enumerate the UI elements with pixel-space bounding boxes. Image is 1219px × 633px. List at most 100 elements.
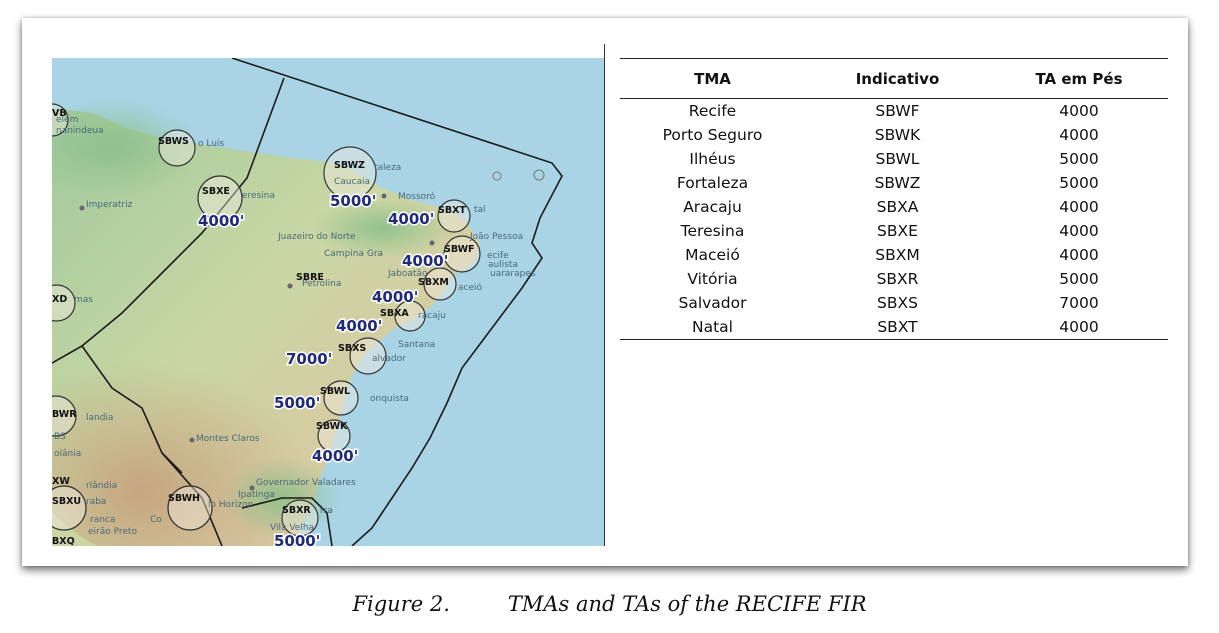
- city-bs: BS: [54, 432, 66, 442]
- city-conquista: onquista: [370, 394, 409, 404]
- city-guararapes: uararapes: [490, 269, 536, 279]
- ocean-marker-1: [492, 171, 502, 181]
- tma-code-sbwk: SBWK: [316, 421, 348, 432]
- ta-label-sbwl: 5000': [274, 394, 320, 412]
- tma-circle-sbwl: [323, 380, 359, 416]
- city-belo-horizonte: lo Horizon: [208, 500, 253, 510]
- city-salvador: alvador: [372, 354, 406, 364]
- city-juazeiro: Juazeiro do Norte: [277, 232, 356, 242]
- cell-tma: Maceió: [685, 246, 740, 264]
- header-tma: TMA: [620, 58, 805, 99]
- city-santana: Santana: [398, 340, 435, 350]
- table-header-row: TMA Indicativo TA em Pés: [620, 58, 1168, 99]
- ta-label-sbxr: 5000': [274, 532, 320, 546]
- tma-code-sbwh: SBWH: [168, 493, 200, 504]
- table-row: Vitória SBXR 5000: [620, 267, 1168, 291]
- cell-ta: 4000: [1059, 198, 1099, 216]
- cell-ta: 4000: [1059, 102, 1099, 120]
- header-indicativo: Indicativo: [805, 58, 990, 99]
- tma-code-vb: VB: [52, 108, 67, 119]
- city-ananindeua: nanindeua: [56, 126, 104, 136]
- cell-ta: 4000: [1059, 222, 1099, 240]
- tma-circle-sbxe: [197, 175, 243, 221]
- city-natal: tal: [474, 205, 486, 215]
- cell-ta: 5000: [1059, 174, 1099, 192]
- tma-circle-sbxm: [423, 267, 457, 301]
- cell-indicativo: SBWZ: [874, 174, 921, 192]
- city-sao-luis: o Luís: [198, 139, 224, 149]
- tma-code-sbxa: SBXA: [380, 308, 409, 319]
- tma-circle-sbxr: [281, 499, 319, 537]
- cell-ta: 5000: [1059, 270, 1099, 288]
- tma-circle-sbwk: [317, 419, 351, 453]
- city-governador: Governador Valadares: [256, 478, 356, 488]
- tma-code-sbre: SBRE: [296, 272, 324, 283]
- header-ta-em-pes: TA em Pés: [990, 58, 1168, 99]
- tma-circle-sbxa: [394, 300, 426, 332]
- tma-code-sbxu: SBXU: [52, 496, 81, 507]
- city-caucaia: Caucaia: [334, 177, 370, 187]
- tma-circle-sbwh: [167, 485, 213, 531]
- cell-indicativo: SBXE: [877, 222, 918, 240]
- tma-circle-sbwz: [323, 146, 377, 200]
- cell-indicativo: SBXR: [876, 270, 919, 288]
- tma-code-xd: XD: [52, 294, 67, 305]
- tma-code-sbxe: SBXE: [202, 186, 230, 197]
- ta-label-sbxt: 4000': [388, 210, 434, 228]
- cell-tma: Recife: [688, 102, 737, 120]
- city-uberaba: raba: [86, 497, 106, 507]
- city-joao-pessoa: João Pessoa: [469, 232, 523, 242]
- lowland-green-2: [312, 198, 452, 258]
- city-belem: elém: [56, 114, 78, 125]
- ta-label-sbwf: 4000': [402, 252, 448, 270]
- tma-circle-sbwf: [443, 235, 481, 273]
- city-imperatriz: Imperatriz: [86, 200, 133, 210]
- cell-ta: 4000: [990, 315, 1168, 340]
- cell-indicativo: SBWF: [875, 102, 920, 120]
- panel-divider: [604, 44, 605, 546]
- tma-code-bxq: BXQ: [52, 536, 75, 546]
- tma-code-sbwf: SBWF: [444, 244, 475, 255]
- city-campina: Campina Gra: [324, 249, 383, 259]
- figure-caption: Figure 2.TMAs and TAs of the RECIFE FIR: [0, 592, 1219, 616]
- cell-ta: 5000: [1059, 150, 1099, 168]
- city-goiania: oiânia: [54, 449, 81, 459]
- tma-code-bwr: BWR: [52, 409, 77, 420]
- cell-indicativo: SBXS: [877, 294, 918, 312]
- cell-tma: Porto Seguro: [662, 126, 763, 144]
- city-fortaleza: taleza: [374, 163, 401, 173]
- city-vila-velha: Vila Velha: [270, 523, 314, 533]
- tma-circle-sbxs: [349, 337, 387, 375]
- city-uberlandia: rlândia: [86, 481, 117, 491]
- ta-label-sbwk: 4000': [312, 447, 358, 465]
- tma-circle-sbws: [158, 129, 196, 167]
- city-serra: rra: [320, 506, 333, 516]
- city-petrolina: Petrolina: [302, 279, 341, 289]
- tma-circle-vb: [52, 103, 69, 137]
- city-co: Co: [150, 515, 162, 525]
- ta-label-sbxa: 4000': [336, 317, 382, 335]
- tma-circles: [52, 103, 481, 537]
- tma-circle-bwr: [52, 395, 77, 437]
- city-recife: ecife: [487, 251, 509, 261]
- cell-tma: Vitória: [687, 270, 738, 288]
- city-ipatinga: Ipatinga: [238, 490, 275, 500]
- cell-tma: Teresina: [680, 222, 745, 240]
- city-montes-claros: Montes Claros: [196, 434, 260, 444]
- cell-indicativo: SBWL: [875, 150, 920, 168]
- city-maceio: aceió: [458, 282, 483, 293]
- ta-labels: 4000' 5000' 4000' 4000' 4000' 4000' 7000…: [197, 191, 450, 547]
- table-row: Recife SBWF 4000: [620, 99, 1168, 124]
- ta-label-sbwz: 5000': [330, 192, 376, 210]
- tma-code-sbxm: SBXM: [418, 277, 449, 288]
- ocean-marker-2: [533, 169, 545, 181]
- city-franca: ranca: [90, 515, 115, 525]
- figure-number: Figure 2.: [352, 592, 450, 616]
- city-aracaju: racaju: [418, 311, 446, 321]
